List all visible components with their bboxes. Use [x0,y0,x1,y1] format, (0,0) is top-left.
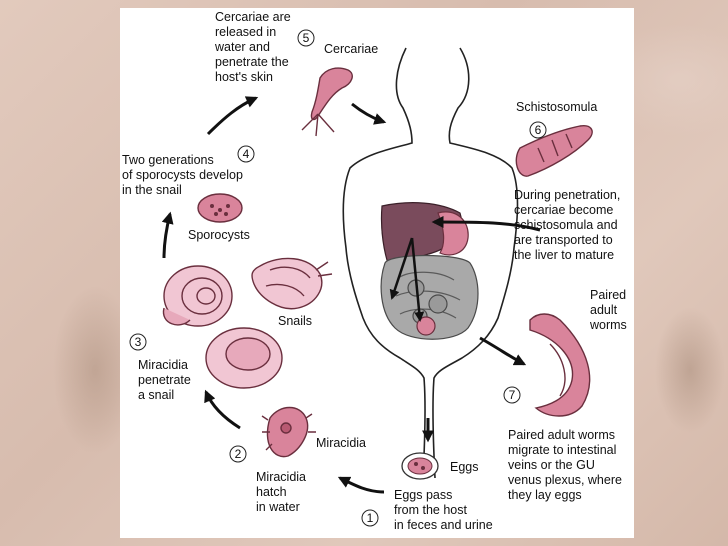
snail-spiral-organism [162,265,233,327]
step-4-caption: Two generations of sporocysts develop in… [122,153,243,197]
snail-conical-organism [251,257,333,310]
arrow-snail-to-sporocyst [161,211,174,259]
arrow-miracidia-to-snail [204,389,241,430]
label-adult-worms: Paired adult worms [590,288,627,332]
step-1-caption: Eggs pass from the host in feces and uri… [394,488,493,532]
arrow-liver-to-bladder [410,237,425,322]
schistosoma-life-cycle-diagram: 1 2 3 4 5 6 7 Cercariae are released in … [120,8,634,538]
arrow-host-to-worms [479,336,527,366]
arrow-cercaria-to-host [351,102,387,125]
label-eggs: Eggs [450,460,479,474]
svg-text:5: 5 [303,31,310,45]
svg-text:4: 4 [243,147,250,161]
human-body-outline [342,47,519,479]
label-schistosomula: Schistosomula [516,100,598,114]
step-5-badge: 5 [297,29,315,47]
svg-text:6: 6 [535,123,542,137]
schistosomulum-organism [515,125,593,177]
step-numbers: 1 2 3 4 5 6 7 [129,29,547,527]
cycle-arrows [161,96,541,494]
step-3-caption: Miracidia penetrate a snail [138,358,191,402]
sporocyst-organism [197,193,243,223]
cercaria-organism [301,67,353,137]
svg-text:3: 3 [135,335,142,349]
step-5-caption: Cercariae are released in water and pene… [215,10,291,84]
snail-round-organism [205,327,283,389]
label-snails: Snails [278,314,313,328]
arrow-liver-to-intestine [389,237,414,300]
miracidium-organism [261,406,316,458]
svg-text:1: 1 [367,511,374,525]
svg-text:7: 7 [509,388,516,402]
step-6-badge: 6 [529,121,547,139]
arrow-liver-from-schistosomula [431,216,541,232]
step-2-badge: 2 [229,445,247,463]
label-cercariae: Cercariae [324,42,379,56]
step-6-caption: During penetration, cercariae become sch… [514,188,621,262]
label-miracidia: Miracidia [316,436,367,450]
label-sporocysts: Sporocysts [188,228,250,242]
arrow-eggs-to-miracidia [337,476,385,494]
step-4-badge: 4 [237,145,255,163]
eggs-organism [401,452,439,480]
arrow-sporocyst-to-cercaria [206,96,259,136]
adult-worms-organism [529,313,591,417]
svg-text:2: 2 [235,447,242,461]
step-1-badge: 1 [361,509,379,527]
step-2-caption: Miracidia hatch in water [256,470,307,514]
step-7-badge: 7 [503,386,521,404]
life-cycle-figure: 1 2 3 4 5 6 7 [129,29,593,527]
step-7-caption: Paired adult worms migrate to intestinal… [508,428,622,502]
step-3-badge: 3 [129,333,147,351]
